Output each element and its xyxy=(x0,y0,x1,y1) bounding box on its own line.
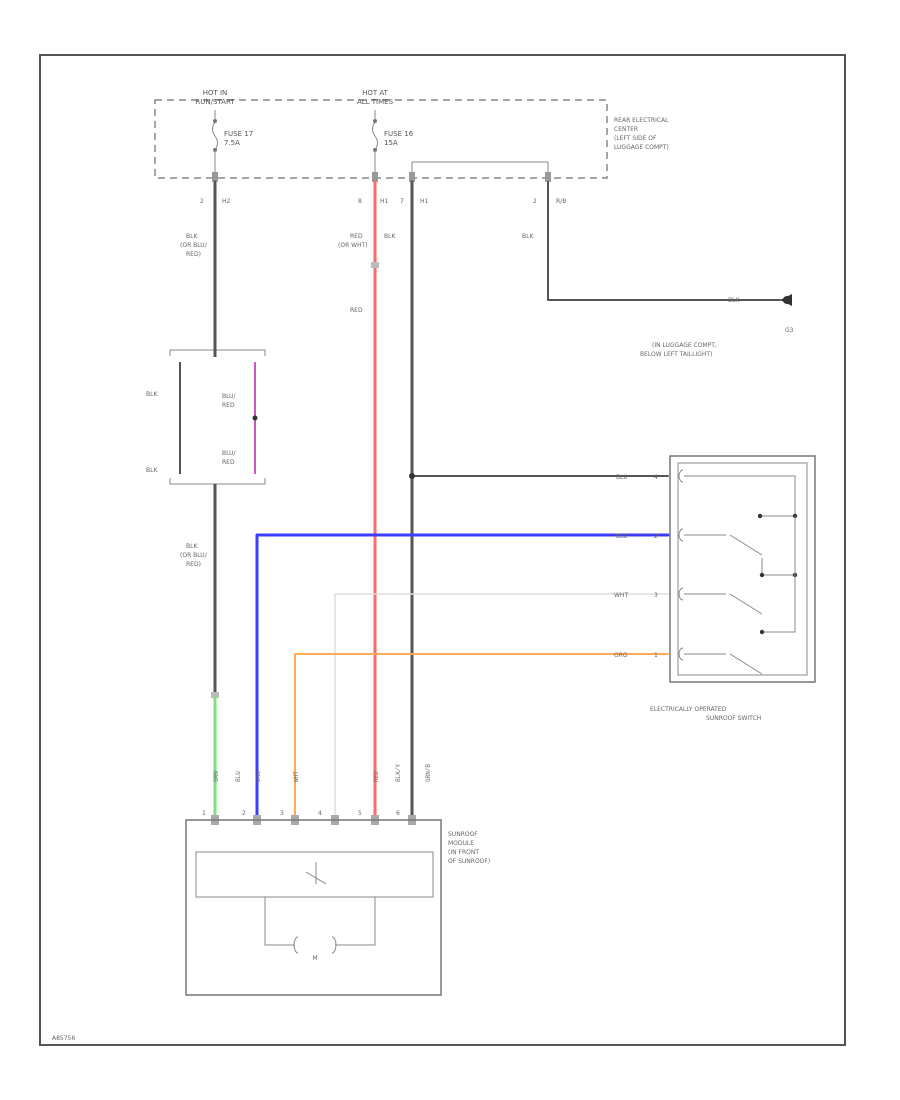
rec-label-3: (LEFT SIDE OF xyxy=(614,135,657,142)
ground-location-1: (IN LUGGAGE COMPT, xyxy=(652,342,717,349)
switch-input-3-wire: WHT xyxy=(614,592,628,599)
wire-black-center-label: BLK xyxy=(384,233,396,240)
code-blu: BLU xyxy=(235,771,242,782)
code-grn: GRN xyxy=(213,771,220,782)
hot-in-run-start-label-1: HOT IN xyxy=(203,89,228,97)
switch-input-4-wire: ORG xyxy=(614,652,628,659)
wire-black-right-label: BLK xyxy=(522,233,534,240)
rec-label-4: LUGGAGE COMPT) xyxy=(614,144,669,151)
switch-input-2-wire: BLU xyxy=(616,533,628,540)
splice-dot-black xyxy=(409,473,415,479)
rec-label-1: REAR ELECTRICAL xyxy=(614,117,669,124)
wire-left-top-label-3: RED) xyxy=(186,251,201,258)
splice-right-top-label-2: RED xyxy=(222,402,235,409)
splice-right-top-label-1: BLU/ xyxy=(222,393,237,400)
module-pin-numbers: 1 2 3 4 5 6 xyxy=(202,810,400,817)
wire-left-bottom-label-3: RED) xyxy=(186,561,201,568)
fuse-17-rating: 7.5A xyxy=(224,139,240,147)
rec-internal-bus xyxy=(411,161,549,178)
left-wire-splice-mark xyxy=(211,692,219,698)
module-pin-2: 2 xyxy=(242,810,246,817)
wire-blue xyxy=(255,533,670,817)
wire-red-main-label: RED xyxy=(350,307,363,314)
module-pin-1: 1 xyxy=(202,810,206,817)
splice-left-bot-label: BLK xyxy=(146,467,158,474)
switch-input-3-pin: 3 xyxy=(654,592,658,599)
fuse-17-name: FUSE 17 xyxy=(224,130,253,138)
left-splice-block xyxy=(169,345,266,494)
pin-h2-connector: H2 xyxy=(222,198,231,205)
hot-in-run-start-label-2: RUN/START xyxy=(195,98,235,106)
fuse-17: FUSE 17 7.5A xyxy=(212,110,253,172)
wire-left-top-label-2: (OR BLU/ xyxy=(180,242,208,249)
module-label-3: (IN FRONT xyxy=(448,849,479,856)
module-wire-codes: GRN BLU ORG WHT RED BLK/Y GRN/B xyxy=(213,764,432,782)
hot-at-all-times-label-1: HOT AT xyxy=(362,89,389,97)
pin-rb-connector: R/B xyxy=(556,198,566,205)
module-label-4: OF SUNROOF) xyxy=(448,858,490,865)
module-pin-5: 5 xyxy=(358,810,362,817)
module-label-2: MODULE xyxy=(448,840,474,847)
module-pin-4: 4 xyxy=(318,810,322,817)
sunroof-switch xyxy=(669,455,816,683)
fuse-16-rating: 15A xyxy=(384,139,398,147)
figure-id: A85756 xyxy=(52,1035,75,1042)
pin-8-number: 8 xyxy=(358,198,362,205)
pin-7-number: 7 xyxy=(400,198,404,205)
code-wht: WHT xyxy=(293,771,300,782)
pin-h2-number: 2 xyxy=(200,198,204,205)
module-pin-6: 6 xyxy=(396,810,400,817)
ground-id: G3 xyxy=(785,327,794,334)
wire-ground-label: BLK xyxy=(728,297,740,304)
splice-right-bot-label-1: BLU/ xyxy=(222,450,237,457)
fuse-16: FUSE 16 15A xyxy=(372,110,414,172)
switch-input-1-wire: BLK xyxy=(616,474,628,481)
wire-red-top-label-1: RED xyxy=(350,233,363,240)
rec-connector-stubs xyxy=(212,172,551,182)
switch-label-1: ELECTRICALLY OPERATED xyxy=(650,706,727,713)
wire-left-bottom-label-2: (OR BLU/ xyxy=(180,552,208,559)
wire-left-top-label-1: BLK xyxy=(186,233,198,240)
switch-input-1-pin: 4 xyxy=(654,474,658,481)
code-org: ORG xyxy=(255,771,262,782)
motor-symbol: M xyxy=(312,955,317,962)
sunroof-module: M xyxy=(185,819,442,996)
hot-at-all-times-label-2: ALL TIMES xyxy=(357,98,394,106)
code-blky: BLK/Y xyxy=(395,764,402,782)
module-pin-3: 3 xyxy=(280,810,284,817)
fuse-16-name: FUSE 16 xyxy=(384,130,414,138)
switch-input-4-pin: 1 xyxy=(654,652,658,659)
wire-left-bottom-label-1: BLK xyxy=(186,543,198,550)
rec-label-2: CENTER xyxy=(614,126,638,133)
rear-electrical-center-box xyxy=(154,99,608,179)
wire-orange xyxy=(294,653,669,816)
module-label-1: SUNROOF xyxy=(448,831,478,838)
wire-white xyxy=(334,593,669,816)
code-red: RED xyxy=(373,771,380,782)
diagram-frame xyxy=(39,54,846,1046)
pin-7-connector: H1 xyxy=(420,198,429,205)
pin-8-connector: H1 xyxy=(380,198,389,205)
splice-right-bot-label-2: RED xyxy=(222,459,235,466)
switch-label-2: SUNROOF SWITCH xyxy=(706,715,761,722)
wire-black-ground xyxy=(547,181,781,301)
switch-input-2-pin: 2 xyxy=(654,533,658,540)
red-wire-splice-mark xyxy=(371,262,379,268)
wire-red-top-label-2: (OR WHT) xyxy=(338,242,368,249)
code-grnb: GRN/B xyxy=(425,764,432,782)
splice-left-top-label: BLK xyxy=(146,391,158,398)
pin-rb-number: 2 xyxy=(533,198,537,205)
ground-location-2: BELOW LEFT TAILLIGHT) xyxy=(640,351,712,358)
